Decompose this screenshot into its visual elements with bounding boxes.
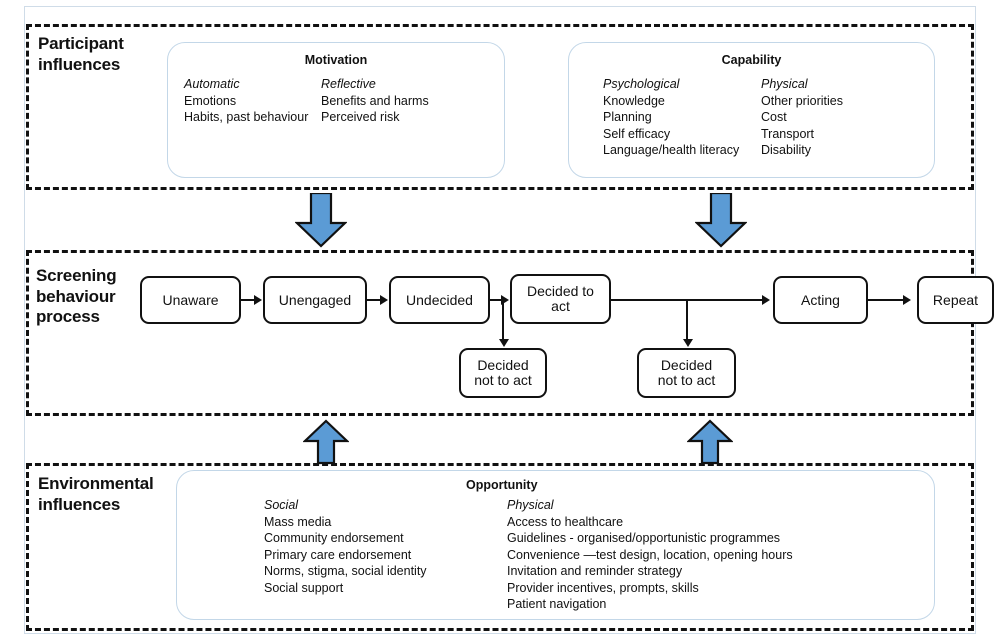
- capability-heading-psychological: Psychological: [603, 77, 680, 91]
- band-label-line-2: influences: [38, 494, 121, 514]
- capability-item: Disability: [761, 143, 812, 157]
- motivation-item: Perceived risk: [321, 110, 400, 124]
- flow-node-decided-not-to-act-1[interactable]: Decided not to act: [459, 348, 547, 398]
- edge-unengaged-to-undecided: [367, 299, 381, 301]
- band-label-line-2: influences: [38, 54, 121, 74]
- flow-node-decided-to-act[interactable]: Decided to act: [510, 274, 611, 324]
- edge-acting-to-repeat: [868, 299, 904, 301]
- capability-item: Cost: [761, 110, 787, 124]
- band-label-line-2: behaviour: [36, 286, 116, 306]
- motivation-item: Emotions: [184, 93, 237, 108]
- opportunity-item: Mass media: [264, 514, 332, 529]
- band-label-line-1: Environmental: [38, 474, 154, 493]
- opportunity-heading-physical: Physical: [507, 498, 554, 512]
- opportunity-item: Community endorsement: [264, 531, 404, 545]
- flow-node-label-line-2: not to act: [657, 372, 716, 388]
- band-environmental-influences: [26, 463, 974, 631]
- capability-item: Transport: [761, 126, 815, 141]
- opportunity-item: Social support: [264, 580, 344, 595]
- influence-arrow-opportunity-up-left: [303, 419, 349, 465]
- opportunity-item: Convenience —test design, location, open…: [507, 547, 793, 562]
- flow-node-acting[interactable]: Acting: [773, 276, 868, 324]
- flow-node-label: Unaware: [162, 291, 219, 308]
- capability-item: Other priorities: [761, 93, 843, 108]
- motivation-heading-reflective: Reflective: [321, 77, 376, 91]
- edge-arrowhead: [499, 339, 509, 347]
- opportunity-item: Norms, stigma, social identity: [264, 564, 427, 578]
- panel-opportunity: Opportunity Social Mass media Community …: [176, 470, 935, 620]
- motivation-column-automatic: Automatic Emotions Habits, past behaviou…: [184, 76, 308, 126]
- capability-column-psychological: Psychological Knowledge Planning Self ef…: [603, 76, 739, 159]
- opportunity-column-social: Social Mass media Community endorsement …: [264, 497, 427, 596]
- panel-title-opportunity: Opportunity: [466, 478, 538, 492]
- edge-arrowhead: [380, 295, 388, 305]
- capability-item: Knowledge: [603, 93, 665, 108]
- band-label-participant-influences: Participant influences: [38, 34, 168, 75]
- edge-arrowhead: [762, 295, 770, 305]
- flow-node-undecided[interactable]: Undecided: [389, 276, 490, 324]
- influence-arrow-motivation-down: [295, 193, 347, 248]
- band-label-line-1: Participant: [38, 34, 124, 53]
- opportunity-item: Primary care endorsement: [264, 547, 412, 562]
- opportunity-heading-social: Social: [264, 498, 299, 512]
- motivation-item: Benefits and harms: [321, 93, 429, 108]
- opportunity-item: Provider incentives, prompts, skills: [507, 580, 699, 595]
- panel-motivation: Motivation Automatic Emotions Habits, pa…: [167, 42, 505, 178]
- influence-arrow-opportunity-up-right: [687, 419, 733, 465]
- capability-item: Self efficacy: [603, 126, 671, 141]
- band-label-screening-behaviour-process: Screening behaviour process: [36, 266, 166, 328]
- flow-node-decided-not-to-act-2[interactable]: Decided not to act: [637, 348, 736, 398]
- motivation-item: Habits, past behaviour: [184, 110, 309, 124]
- band-label-line-1: Screening: [36, 266, 117, 285]
- band-participant-influences: [26, 24, 974, 190]
- band-label-environmental-influences: Environmental influences: [38, 474, 178, 515]
- capability-item: Language/health literacy: [603, 143, 740, 157]
- capability-heading-physical: Physical: [761, 77, 808, 91]
- motivation-column-reflective: Reflective Benefits and harms Perceived …: [321, 76, 429, 126]
- edge-arrowhead: [903, 295, 911, 305]
- flow-node-label: Repeat: [932, 291, 979, 308]
- flow-node-label-line-1: Decided: [477, 357, 529, 373]
- flow-node-unaware[interactable]: Unaware: [140, 276, 241, 324]
- opportunity-item: Invitation and reminder strategy: [507, 564, 683, 578]
- flow-node-label-line-1: Decided to: [527, 283, 594, 299]
- panel-capability: Capability Psychological Knowledge Plann…: [568, 42, 935, 178]
- flow-node-label-line-2: act: [551, 298, 570, 314]
- opportunity-column-physical: Physical Access to healthcare Guidelines…: [507, 497, 793, 613]
- edge-undecided-to-decided-to-act: [490, 299, 503, 301]
- flow-node-label: Acting: [801, 291, 840, 308]
- flow-node-label-line-1: Decided: [660, 357, 713, 373]
- flow-node-repeat[interactable]: Repeat: [917, 276, 994, 324]
- capability-column-physical: Physical Other priorities Cost Transport…: [761, 76, 843, 159]
- flow-node-label: Undecided: [406, 291, 473, 308]
- flow-node-label-line-2: not to act: [474, 372, 532, 388]
- flow-node-unengaged[interactable]: Unengaged: [263, 276, 367, 324]
- flow-node-label: Unengaged: [278, 291, 352, 308]
- motivation-heading-automatic: Automatic: [184, 77, 240, 91]
- influence-arrow-capability-down: [695, 193, 747, 248]
- band-label-line-3: process: [36, 307, 100, 327]
- edge-undecided-to-decided-not-to-act-1: [502, 299, 504, 341]
- edge-arrowhead: [683, 339, 693, 347]
- panel-title-capability: Capability: [721, 53, 782, 67]
- band-screening-behaviour-process: [26, 250, 974, 416]
- capability-item: Planning: [603, 110, 652, 124]
- opportunity-item: Access to healthcare: [507, 514, 624, 529]
- edge-decided-to-act-to-decided-not-to-act-2: [686, 299, 688, 341]
- edge-unaware-to-unengaged: [241, 299, 255, 301]
- opportunity-item: Guidelines - organised/opportunistic pro…: [507, 531, 781, 545]
- edge-arrowhead: [501, 295, 509, 305]
- panel-title-motivation: Motivation: [304, 53, 368, 67]
- edge-arrowhead: [254, 295, 262, 305]
- opportunity-item: Patient navigation: [507, 597, 607, 611]
